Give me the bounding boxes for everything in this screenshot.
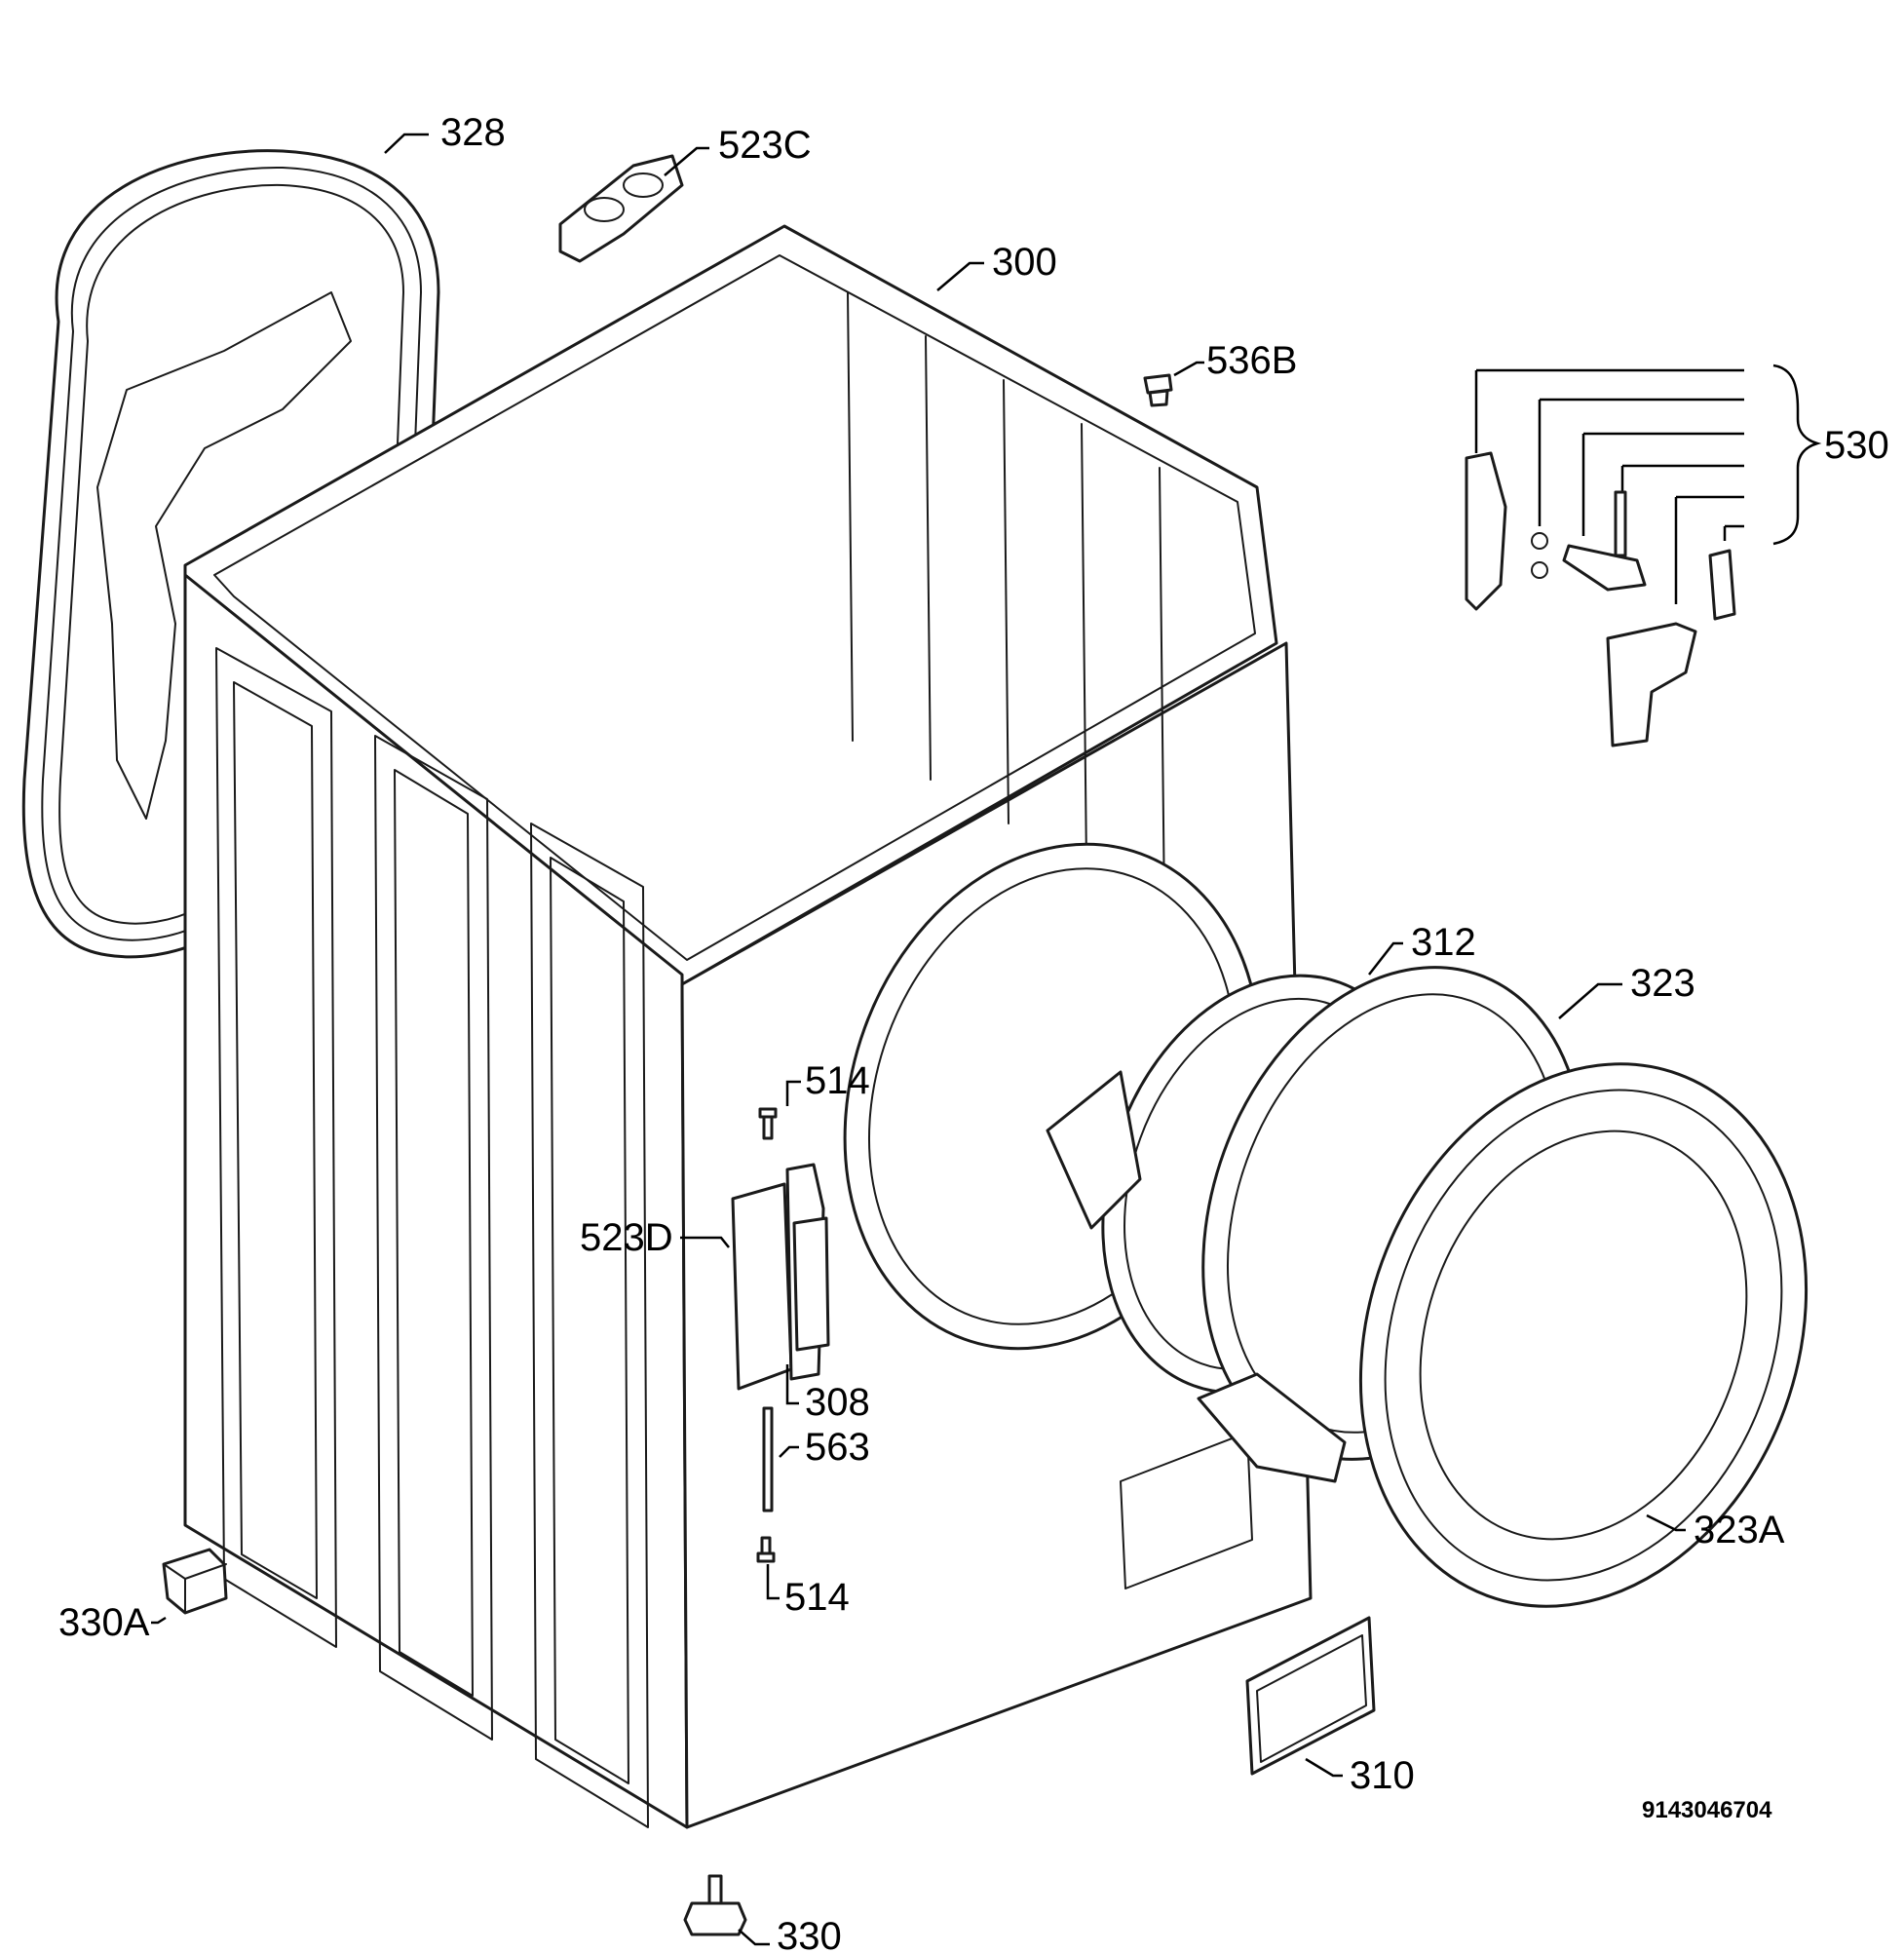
plug-536b xyxy=(1143,373,1173,407)
drawing-code: 9143046704 xyxy=(1642,1797,1772,1823)
label-563: 563 xyxy=(805,1426,870,1469)
label-536b: 536B xyxy=(1206,339,1297,382)
cover-flap-310 xyxy=(1245,1616,1376,1776)
label-310: 310 xyxy=(1350,1754,1415,1797)
label-530: 530 xyxy=(1824,424,1889,467)
label-323: 323 xyxy=(1630,962,1695,1005)
label-514-top: 514 xyxy=(805,1059,870,1102)
label-308: 308 xyxy=(805,1381,870,1424)
label-328: 328 xyxy=(440,111,506,154)
label-300: 300 xyxy=(992,241,1057,284)
bracket-523c xyxy=(558,154,684,263)
door-lock-308 xyxy=(792,1216,830,1352)
screw-514-bottom xyxy=(756,1536,776,1563)
label-523c: 523C xyxy=(718,124,812,167)
label-323a: 323A xyxy=(1694,1509,1785,1551)
rod-563 xyxy=(762,1406,774,1513)
label-312: 312 xyxy=(1411,921,1476,964)
part-labels: 328 523C 300 536B 530 312 323 514 523D 3… xyxy=(58,111,1889,1953)
label-330: 330 xyxy=(777,1915,842,1953)
leader-lines xyxy=(151,133,1686,1946)
hinge-kit-530 xyxy=(1465,364,1822,747)
levelling-foot-330 xyxy=(683,1874,747,1936)
label-514-bottom: 514 xyxy=(784,1576,850,1619)
label-523d: 523D xyxy=(580,1216,673,1259)
screw-514-top xyxy=(758,1107,778,1140)
cabinet-300 xyxy=(183,224,1313,1829)
foot-block-330a xyxy=(162,1548,228,1615)
door-frame-323a xyxy=(1358,1062,1809,1608)
label-330a: 330A xyxy=(58,1601,150,1644)
